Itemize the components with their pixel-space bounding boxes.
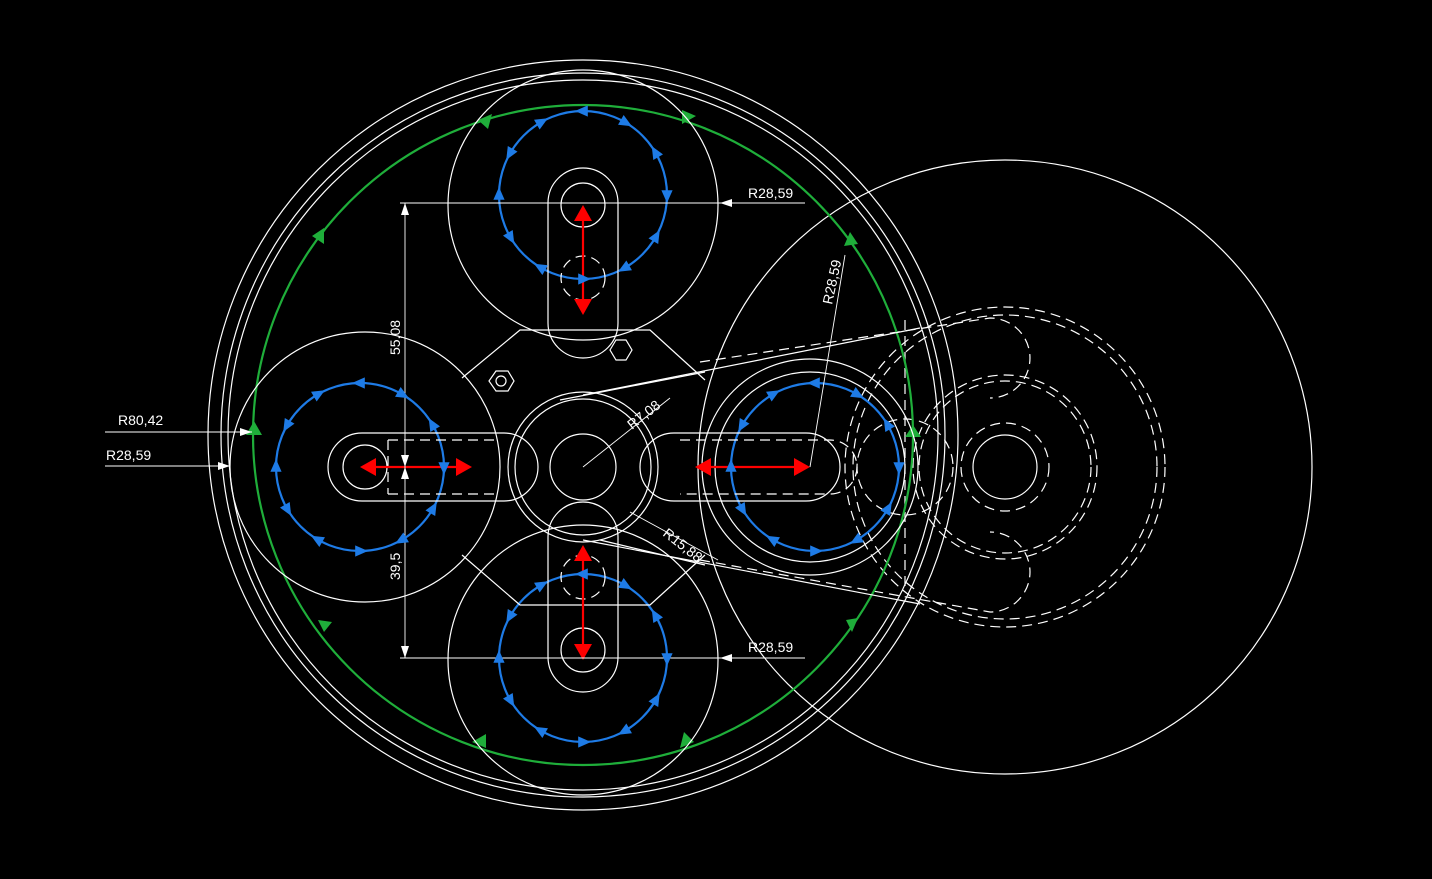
blue-arrowhead <box>280 502 292 516</box>
blue-arrowhead <box>893 462 905 475</box>
blue-arrowhead <box>534 263 548 275</box>
blue-arrowhead <box>506 146 518 160</box>
dimension-labels: R80,42 R28,59 R28,59 R28,59 R28,59 R7,08… <box>106 185 844 655</box>
blue-arrowhead <box>880 502 892 516</box>
auxiliary-wheel <box>697 159 1313 775</box>
blue-arrowhead <box>618 578 632 590</box>
blue-arrowhead <box>651 609 663 623</box>
outer-motion-path <box>246 103 921 767</box>
blue-arrowhead <box>503 230 515 244</box>
blue-arrowhead <box>766 390 780 402</box>
blue-arrowhead <box>503 693 515 707</box>
blue-arrowhead <box>850 387 864 399</box>
blue-arrowhead <box>738 418 750 432</box>
blue-arrowhead <box>395 387 409 399</box>
green-arrow-8 <box>318 620 332 632</box>
blue-arrowhead <box>651 146 663 160</box>
blue-arrowhead <box>311 390 325 402</box>
green-arrow-6 <box>680 732 694 748</box>
blue-arrowhead <box>807 377 820 389</box>
motion-arrows <box>360 205 810 660</box>
green-arrow-10 <box>312 228 324 244</box>
blue-arrowhead <box>575 105 588 117</box>
blue-arrowhead <box>283 418 295 432</box>
blue-arrowhead <box>493 187 505 200</box>
blue-arrowhead <box>425 502 437 516</box>
blue-arrowhead <box>575 568 588 580</box>
blue-arrowhead <box>661 653 673 666</box>
blue-arrowhead <box>618 260 632 272</box>
label-r-hub: R7,08 <box>624 397 663 433</box>
blue-arrowhead <box>725 459 737 472</box>
green-arrow-3 <box>844 232 858 246</box>
blue-arrowhead <box>352 377 365 389</box>
gear-path-arrows <box>270 105 905 748</box>
label-v-upper: 55,08 <box>387 320 403 355</box>
dimension-lines <box>105 199 846 662</box>
label-r-left: R28,59 <box>106 447 151 463</box>
arm-assembly <box>327 167 921 693</box>
blue-arrowhead <box>355 545 368 557</box>
blue-arrowhead <box>311 535 325 547</box>
blue-arrowhead <box>270 459 282 472</box>
blue-arrowhead <box>661 190 673 203</box>
blue-arrowhead <box>578 736 591 748</box>
green-arrow-7 <box>472 734 486 748</box>
label-r-outer: R80,42 <box>118 412 163 428</box>
blue-arrowhead <box>578 273 591 285</box>
blue-arrowhead <box>493 650 505 663</box>
gear-top <box>447 69 719 341</box>
label-v-lower: 39,5 <box>387 553 403 580</box>
blue-arrowhead <box>618 723 632 735</box>
blue-arrowhead <box>534 726 548 738</box>
outer-casing <box>207 59 959 811</box>
blue-arrowhead <box>428 418 440 432</box>
blue-arrowhead <box>766 535 780 547</box>
green-arrow-4 <box>905 425 921 437</box>
blue-arrowhead <box>618 115 632 127</box>
blue-arrowhead <box>810 545 823 557</box>
blue-arrowhead <box>438 462 450 475</box>
blue-arrowhead <box>735 502 747 516</box>
blue-arrowhead <box>534 118 548 130</box>
green-arrow-5 <box>846 618 858 632</box>
blue-arrowhead <box>883 418 895 432</box>
label-r-top: R28,59 <box>748 185 793 201</box>
blue-arrowhead <box>850 532 864 544</box>
label-r-bottom: R28,59 <box>748 639 793 655</box>
green-arrow-1 <box>478 114 492 129</box>
blue-arrowhead <box>648 230 660 244</box>
blue-arrowhead <box>534 581 548 593</box>
planet-gears <box>229 69 919 796</box>
green-arrow-2 <box>682 110 696 124</box>
blue-arrowhead <box>395 532 409 544</box>
gear-left <box>229 331 501 603</box>
blue-arrowhead <box>506 609 518 623</box>
gear-bottom <box>447 524 719 796</box>
blue-arrowhead <box>648 693 660 707</box>
